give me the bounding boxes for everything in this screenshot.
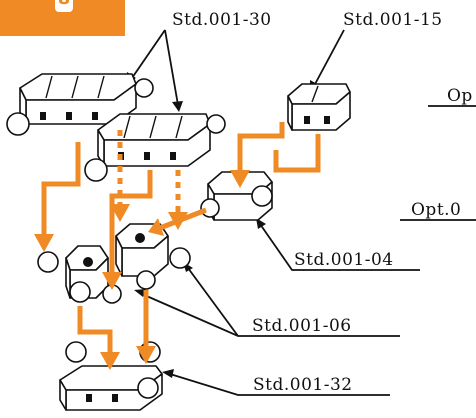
part-std-001-15 (287, 83, 351, 131)
part-std-001-06-right (115, 223, 191, 290)
leader-std-001-30-b (164, 29, 179, 106)
label-opt-partial-2: Opt.0 (411, 200, 462, 220)
label-std-001-06: Std.001-06 (252, 316, 352, 336)
part-std-001-30-upper (6, 73, 154, 136)
label-std-001-15: Std.001-15 (343, 10, 443, 30)
part-std-001-32 (59, 341, 163, 411)
label-std-001-04: Std.001-04 (294, 250, 394, 270)
leader-std-001-04 (259, 223, 420, 271)
part-std-001-06-left (37, 245, 122, 304)
step-number: 8 (55, 0, 73, 12)
leader-std-001-30-a (131, 29, 166, 79)
leader-lines (126, 29, 476, 396)
label-std-001-30: Std.001-30 (172, 10, 272, 30)
assembly-arrows (34, 122, 321, 370)
leader-std-001-15 (313, 29, 345, 87)
label-std-001-32: Std.001-32 (253, 375, 353, 395)
step-badge: 8 (0, 0, 125, 36)
leader-std-001-06-b (187, 267, 239, 337)
leader-std-001-32 (169, 373, 390, 396)
label-opt-partial-1: Op (447, 86, 473, 106)
part-std-001-30-lower (84, 113, 226, 182)
